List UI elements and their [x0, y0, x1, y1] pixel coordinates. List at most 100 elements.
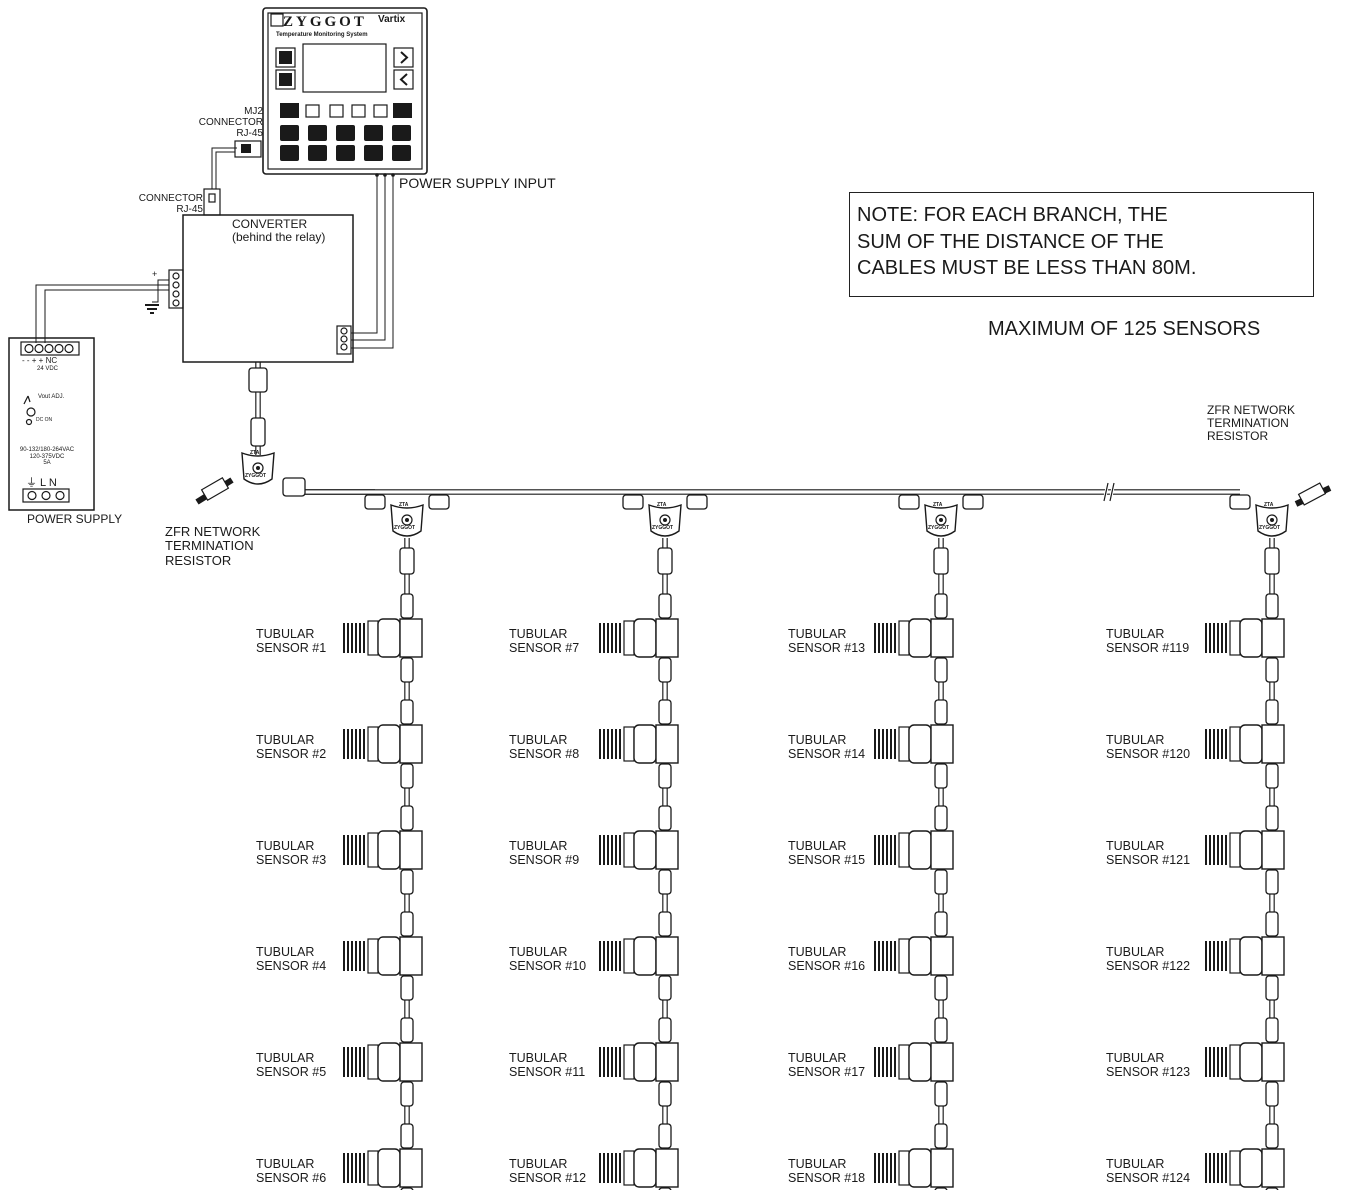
note-text: NOTE: FOR EACH BRANCH, THE SUM OF THE DI…: [857, 204, 1197, 280]
tubular-sensor: [343, 618, 423, 658]
plug: [400, 1123, 414, 1149]
tee-branch: [390, 503, 424, 537]
plug: [934, 869, 948, 895]
wire: [351, 174, 394, 349]
sensor-body: [633, 830, 657, 870]
plug: [400, 1081, 414, 1107]
plug: [934, 1081, 948, 1107]
plug: [934, 1123, 948, 1149]
sensor-body: [1239, 936, 1263, 976]
tubular-sensor: [1205, 1042, 1285, 1082]
sensor-label: TUBULAR SENSOR #11: [509, 1051, 586, 1079]
tubular-sensor: [874, 1042, 954, 1082]
plus-sign: +: [152, 269, 157, 279]
plug: [1265, 911, 1279, 937]
plug: [934, 593, 948, 619]
sensor-nut: [367, 726, 379, 762]
screwdriver-icon: [23, 395, 31, 405]
wire: [215, 151, 235, 189]
psu-housing: [8, 337, 95, 511]
sensor-nut: [367, 832, 379, 868]
sensor-label: TUBULAR SENSOR #18: [788, 1157, 866, 1185]
plug: [934, 805, 948, 831]
controller-maker: Vartix: [378, 14, 406, 25]
power-supply-input-label: POWER SUPPLY INPUT: [399, 175, 556, 191]
plug: [934, 911, 948, 937]
plug: [364, 494, 386, 510]
controller-arrow-key: [329, 104, 344, 118]
sensor-tee-block: [655, 724, 679, 764]
psu-top-terminals: - - + + NC: [22, 356, 58, 365]
controller-function-key: [308, 125, 327, 141]
sensor-label: TUBULAR SENSOR #7: [509, 627, 580, 655]
tubular-sensor: [599, 618, 679, 658]
sensor-nut: [367, 1044, 379, 1080]
sensor-tee-block: [655, 830, 679, 870]
sensor-body: [1239, 1042, 1263, 1082]
tee-branch: [924, 503, 958, 537]
tubular-sensor: [343, 936, 423, 976]
plug: [428, 494, 450, 510]
tubular-sensor: [343, 1148, 423, 1188]
sensor-label: TUBULAR SENSOR #4: [256, 945, 327, 973]
sensor-tee-block: [655, 1148, 679, 1188]
plug: [1264, 547, 1280, 575]
plug: [400, 911, 414, 937]
sensor-nut: [898, 832, 910, 868]
tubular-sensor: [1205, 830, 1285, 870]
controller-logo: [270, 13, 284, 27]
sensor-label: TUBULAR SENSOR #3: [256, 839, 327, 867]
converter-terminal-right: [336, 325, 352, 355]
sensor-label: TUBULAR SENSOR #121: [1106, 839, 1191, 867]
plug: [400, 699, 414, 725]
device-layer: +: [8, 7, 428, 511]
sensor-label: TUBULAR SENSOR #9: [509, 839, 580, 867]
sensor-nut: [367, 620, 379, 656]
tee-center-ring: [659, 514, 671, 526]
controller-function-key: [280, 145, 299, 161]
sensor-label: TUBULAR SENSOR #119: [1106, 627, 1190, 655]
plug: [1265, 699, 1279, 725]
plug: [898, 494, 920, 510]
sensor-body: [633, 1148, 657, 1188]
plug: [934, 763, 948, 789]
plug: [400, 763, 414, 789]
plug: [658, 1081, 672, 1107]
plug: [400, 805, 414, 831]
plug: [1265, 1017, 1279, 1043]
controller-unit: [262, 7, 428, 175]
sensor-body: [1239, 1148, 1263, 1188]
plug: [1265, 1123, 1279, 1149]
power-input-wire: [351, 174, 378, 334]
prev-arrow-icon: [399, 73, 408, 86]
sensor-nut: [1229, 938, 1241, 974]
tee-model-label: ZTA: [1264, 502, 1274, 508]
tubular-sensor: [599, 830, 679, 870]
sensor-tee-block: [1261, 1042, 1285, 1082]
note-box: [849, 192, 1314, 297]
psu-led: [25, 418, 33, 426]
plug: [400, 975, 414, 1001]
sensor-body: [377, 830, 401, 870]
sensor-body: [377, 618, 401, 658]
sensor-tee-block: [930, 1042, 954, 1082]
sensor-tee-block: [399, 724, 423, 764]
plug: [400, 1017, 414, 1043]
plug: [658, 1017, 672, 1043]
sensor-layer: [343, 618, 1285, 1188]
sensor-tee-block: [655, 936, 679, 976]
sensor-nut: [898, 938, 910, 974]
mj2-connector-label: MJ2 CONNECTOR RJ-45: [198, 106, 263, 139]
sensor-label: TUBULAR SENSOR #10: [509, 945, 587, 973]
tubular-sensor: [874, 1148, 954, 1188]
ground-icon: [145, 304, 159, 314]
sensor-label: TUBULAR SENSOR #1: [256, 627, 327, 655]
sensor-tee-block: [930, 618, 954, 658]
sensor-tee-block: [930, 830, 954, 870]
plug: [400, 593, 414, 619]
sensor-body: [908, 724, 932, 764]
sensor-nut: [623, 1150, 635, 1186]
tubular-sensor: [874, 724, 954, 764]
sensor-nut: [623, 1044, 635, 1080]
rj45-cable: [211, 147, 237, 189]
